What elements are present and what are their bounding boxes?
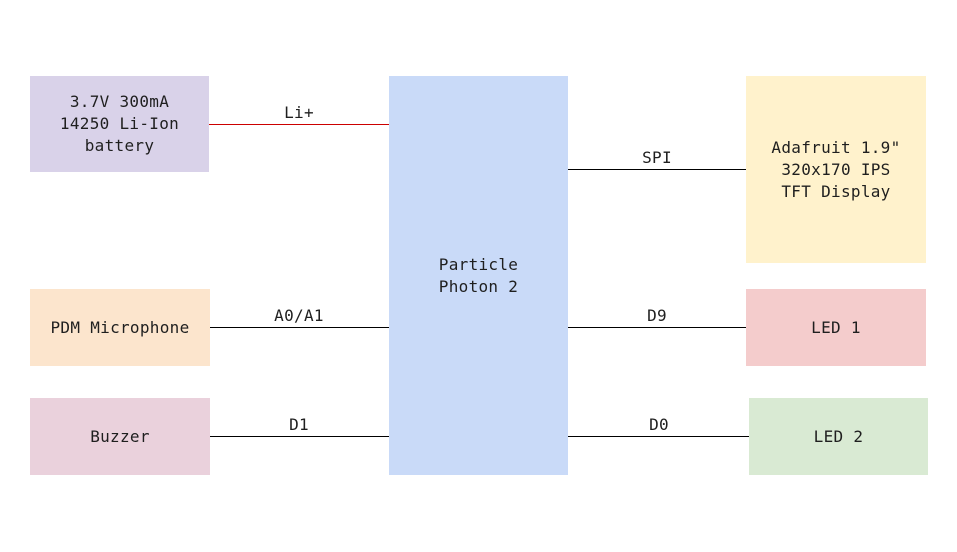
led2-wire (568, 436, 749, 437)
battery-wire (209, 124, 389, 125)
buzzer-wire-label: D1 (289, 415, 309, 434)
display-label: Adafruit 1.9" 320x170 IPS TFT Display (771, 137, 901, 201)
microphone-label: PDM Microphone (50, 317, 190, 337)
led2-wire-label: D0 (649, 415, 669, 434)
microphone-wire-label: A0/A1 (274, 306, 324, 325)
buzzer-wire (210, 436, 389, 437)
battery-wire-label: Li+ (284, 103, 314, 122)
led1-label: LED 1 (811, 317, 861, 337)
mcu-label: Particle Photon 2 (438, 255, 519, 296)
battery-block: 3.7V 300mA 14250 Li-Ion battery (30, 76, 209, 172)
led1-wire (568, 327, 746, 328)
led1-block: LED 1 (746, 289, 926, 366)
buzzer-block: Buzzer (30, 398, 210, 475)
mcu-block: Particle Photon 2 (389, 76, 568, 475)
display-block: Adafruit 1.9" 320x170 IPS TFT Display (746, 76, 926, 263)
led2-block: LED 2 (749, 398, 928, 475)
buzzer-label: Buzzer (90, 426, 150, 446)
led1-wire-label: D9 (647, 306, 667, 325)
microphone-wire (210, 327, 389, 328)
display-wire (568, 169, 746, 170)
battery-label: 3.7V 300mA 14250 Li-Ion battery (59, 92, 180, 155)
display-wire-label: SPI (642, 148, 672, 167)
microphone-block: PDM Microphone (30, 289, 210, 366)
led2-label: LED 2 (813, 426, 864, 446)
